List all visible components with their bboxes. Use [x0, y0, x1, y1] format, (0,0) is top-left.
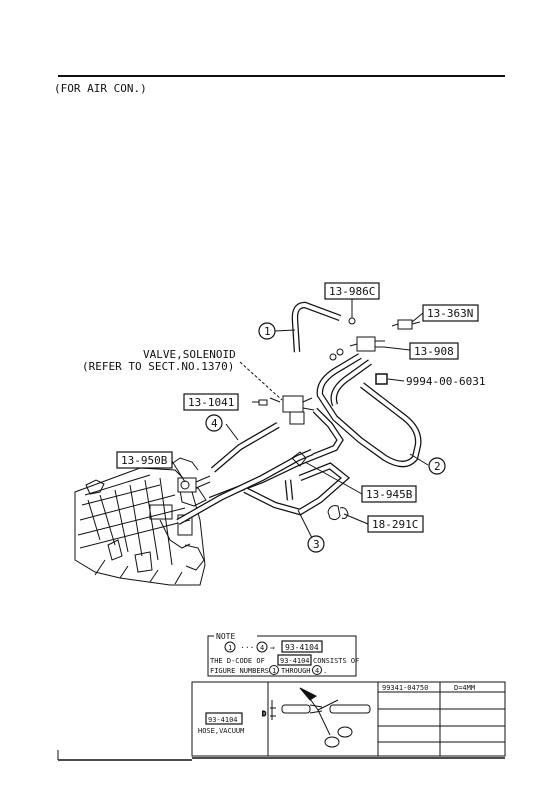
note-title: NOTE: [216, 632, 235, 641]
table-dim-label: D: [262, 710, 266, 718]
part-table: [58, 681, 506, 761]
header-note: (FOR AIR CON.): [54, 82, 147, 95]
note-line3-a: 1: [272, 667, 276, 675]
part-box-291c: [367, 515, 424, 533]
note-range-a: 1: [228, 644, 232, 652]
note-box: NOTE 1 ··· 4 ⇒ 93-4104 THE D-CODE OF 93-…: [207, 632, 359, 677]
note-line2-post: CONSISTS OF: [313, 657, 359, 665]
connector-363n: [391, 319, 421, 330]
note-code: 93-4104: [285, 643, 319, 652]
part-label-1041: 13-1041: [188, 396, 234, 409]
hose-1: [291, 301, 342, 353]
valve-label-line1: VALVE,SOLENOID: [143, 348, 236, 361]
part-label-950b: 13-950B: [121, 454, 168, 467]
fitting-1041: [258, 399, 268, 406]
clip-291c: [327, 505, 349, 521]
part-label-945b: 13-945B: [366, 488, 413, 501]
note-line3-b: 4: [315, 667, 319, 675]
table-col-header-2: D=4MM: [454, 684, 475, 692]
part-box-986c: [324, 282, 380, 300]
part-box-945b: [361, 485, 417, 503]
note-line3-mid: THROUGH: [281, 667, 311, 675]
hose-4: [210, 422, 280, 473]
nut-6031: [375, 373, 388, 385]
fitting-950b: [177, 475, 211, 493]
solenoid-valve-mid: [269, 395, 315, 425]
part-label-291c: 18-291C: [372, 518, 418, 531]
part-box-363n: [422, 304, 479, 322]
callout-circle-2: [428, 457, 446, 475]
part-label-986c: 13-986C: [329, 285, 375, 298]
engine-illustration: [74, 457, 207, 586]
note-line2-code: 93-4104: [280, 657, 310, 665]
leader-lines: [171, 299, 429, 541]
part-label-363n: 13-363N: [427, 307, 473, 320]
bracket-945b: [291, 451, 307, 467]
callout-circle-3: [307, 535, 325, 553]
note-line3-pre: FIGURE NUMBERS: [210, 667, 269, 675]
callout-1: 1: [264, 325, 271, 338]
table-part-name: HOSE,VACUUM: [198, 727, 244, 735]
table-part-code: 93-4104: [208, 716, 238, 724]
valve-label-line2: (REFER TO SECT.NO.1370): [82, 360, 234, 373]
part-label-6031: 9994-00-6031: [406, 375, 485, 388]
callout-3: 3: [313, 538, 320, 551]
part-box-1041: [183, 393, 239, 411]
hose-2: [316, 353, 422, 468]
part-label-908: 13-908: [414, 345, 454, 358]
callout-circle-4: [205, 414, 223, 432]
note-line3-end: .: [323, 667, 327, 675]
note-range-b: 4: [260, 644, 264, 652]
vacuum-pipe: [176, 449, 314, 525]
hose-cutting-illustration: D: [262, 687, 371, 748]
cap-986c: [348, 317, 356, 325]
table-part-code-box: [205, 712, 243, 725]
part-box-908: [409, 342, 459, 360]
solenoid-valve-top: [329, 336, 385, 361]
callout-circle-1: [258, 322, 276, 340]
callout-4: 4: [211, 417, 218, 430]
note-line2-pre: THE D-CODE OF: [210, 657, 265, 665]
callout-2: 2: [434, 460, 441, 473]
table-col-header-1: 99341-04750: [382, 684, 428, 692]
note-range-dots: ···: [240, 643, 254, 652]
part-box-950b: [116, 451, 173, 469]
note-arrow: ⇒: [270, 643, 275, 652]
